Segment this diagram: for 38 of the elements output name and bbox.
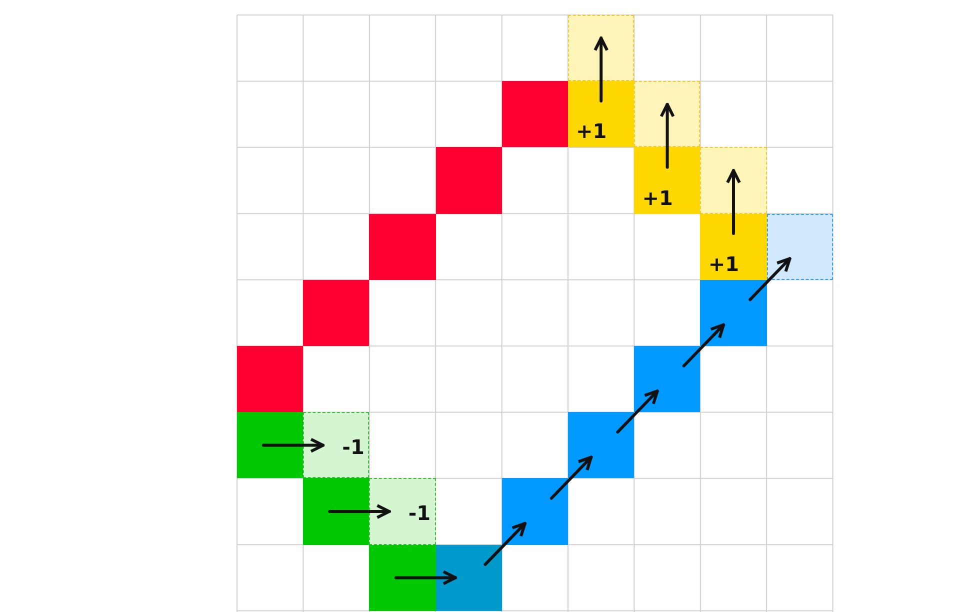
step-label: -1 bbox=[342, 437, 364, 458]
dashed-target-cell bbox=[369, 478, 436, 545]
filled-cell bbox=[502, 81, 568, 148]
filled-cell bbox=[303, 478, 370, 545]
arrow bbox=[660, 102, 675, 169]
arrow bbox=[682, 323, 726, 368]
dashed-target-cell bbox=[700, 147, 767, 214]
dashed-target-cell bbox=[568, 15, 634, 82]
arrow bbox=[550, 456, 593, 500]
arrow bbox=[328, 504, 391, 519]
arrow bbox=[484, 522, 526, 566]
filled-cell bbox=[237, 346, 304, 412]
dashed-target-cell bbox=[303, 412, 370, 478]
filled-cell bbox=[568, 81, 634, 148]
arrow bbox=[748, 257, 792, 302]
filled-cell bbox=[634, 346, 700, 412]
arrow bbox=[726, 169, 741, 235]
arrow bbox=[594, 36, 609, 103]
filled-cell bbox=[369, 214, 436, 280]
step-label: +1 bbox=[576, 121, 607, 142]
filled-cell bbox=[436, 147, 502, 214]
filled-cell bbox=[436, 544, 502, 611]
filled-cell bbox=[700, 214, 767, 280]
arrow bbox=[616, 390, 659, 434]
dashed-target-cell bbox=[634, 81, 700, 148]
filled-cell bbox=[568, 412, 634, 478]
filled-cell bbox=[303, 280, 370, 346]
filled-cell bbox=[237, 412, 304, 478]
arrow bbox=[394, 570, 457, 586]
arrow bbox=[262, 438, 325, 453]
step-label: +1 bbox=[642, 188, 673, 208]
filled-cell bbox=[502, 478, 568, 545]
step-label: -1 bbox=[408, 503, 431, 524]
filled-cell bbox=[700, 280, 767, 346]
step-label: +1 bbox=[708, 254, 740, 274]
dashed-target-cell bbox=[766, 214, 833, 280]
filled-cell bbox=[634, 147, 700, 214]
filled-cell bbox=[369, 544, 436, 611]
